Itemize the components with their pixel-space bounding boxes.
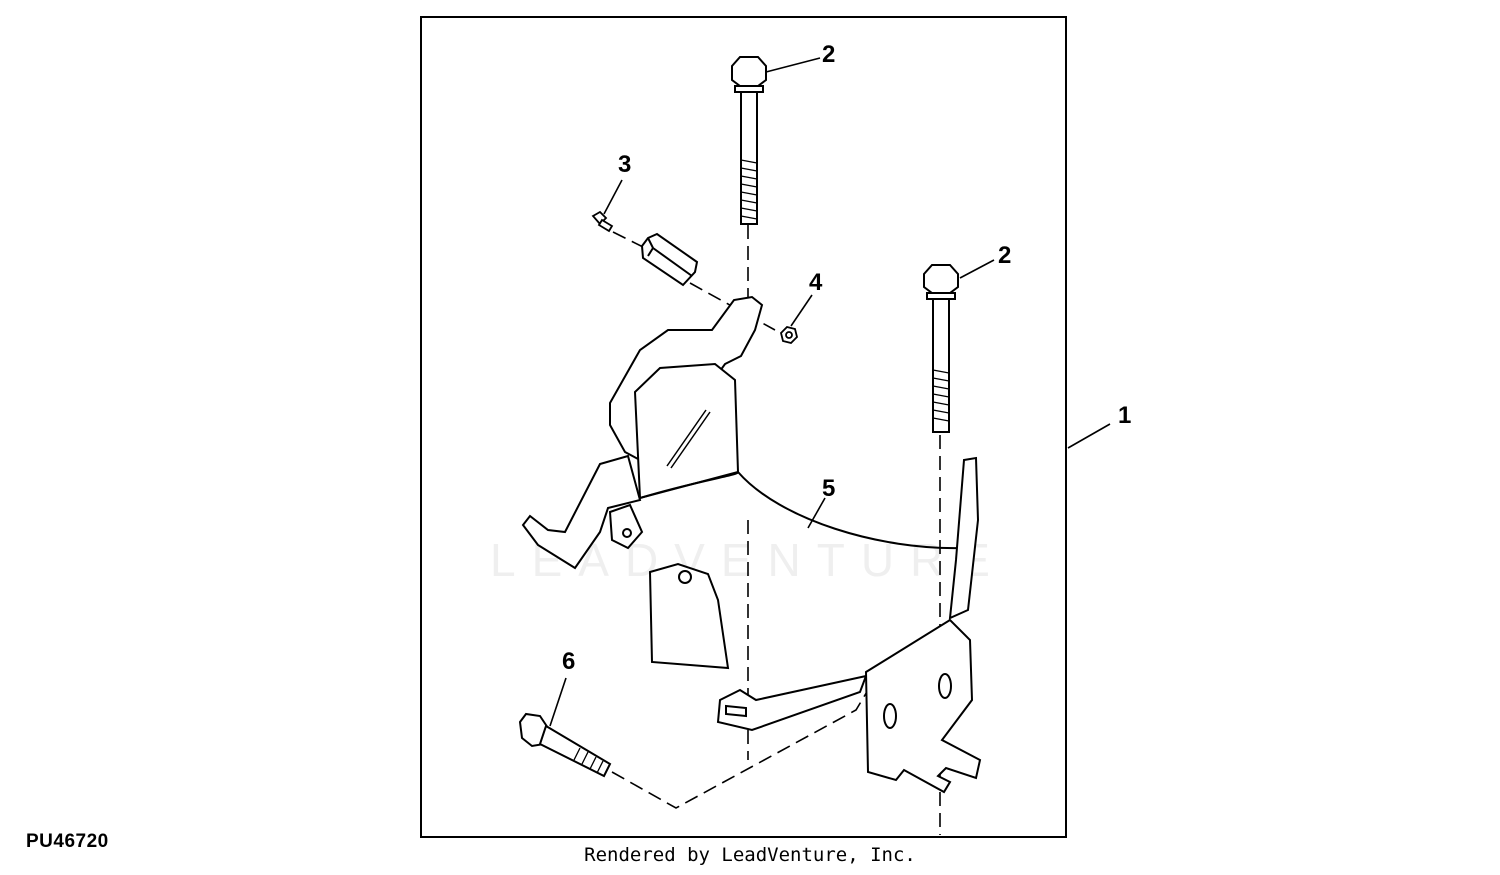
callout-3: 3: [618, 151, 631, 178]
bolt-bottom: [518, 712, 612, 778]
bolt-right: [923, 264, 959, 433]
nut: [780, 326, 798, 344]
callout-2-upper: 2: [822, 41, 835, 68]
callout-2-right: 2: [998, 242, 1011, 269]
render-credit: Rendered by LeadVenture, Inc.: [584, 844, 916, 866]
figure-id: PU46720: [26, 831, 109, 852]
callout-6: 6: [562, 648, 575, 675]
bracket-plate: [521, 295, 982, 794]
diagram-frame: [420, 16, 1067, 838]
clip-spacer: [640, 232, 699, 287]
callout-5: 5: [822, 475, 835, 502]
leader-lines: [549, 57, 1111, 727]
small-screw: [591, 210, 614, 233]
bolt-upper: [731, 56, 767, 225]
callout-4: 4: [809, 269, 823, 296]
callout-1: 1: [1118, 402, 1131, 429]
